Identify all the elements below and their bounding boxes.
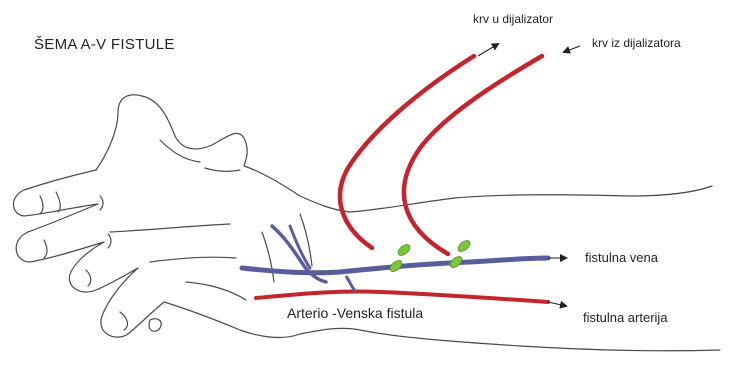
tube-from-dialyzer <box>404 56 542 254</box>
label-fistula-vein: fistulna vena <box>585 250 658 265</box>
arrow-icon <box>564 46 580 52</box>
label-av-fistula: Arterio -Venska fistula <box>287 305 423 321</box>
arrow-icon <box>548 302 566 306</box>
fistula-artery <box>256 291 548 302</box>
label-blood-to-dialyzer: krv u dijalizator <box>473 12 553 26</box>
label-fistula-artery: fistulna arterija <box>583 310 668 325</box>
diagram-title: ŠEMA A-V FISTULE <box>34 36 175 53</box>
label-blood-from-dialyzer: krv iz dijalizatora <box>592 36 681 50</box>
tube-to-dialyzer <box>340 56 474 248</box>
arrow-icon <box>478 44 498 56</box>
